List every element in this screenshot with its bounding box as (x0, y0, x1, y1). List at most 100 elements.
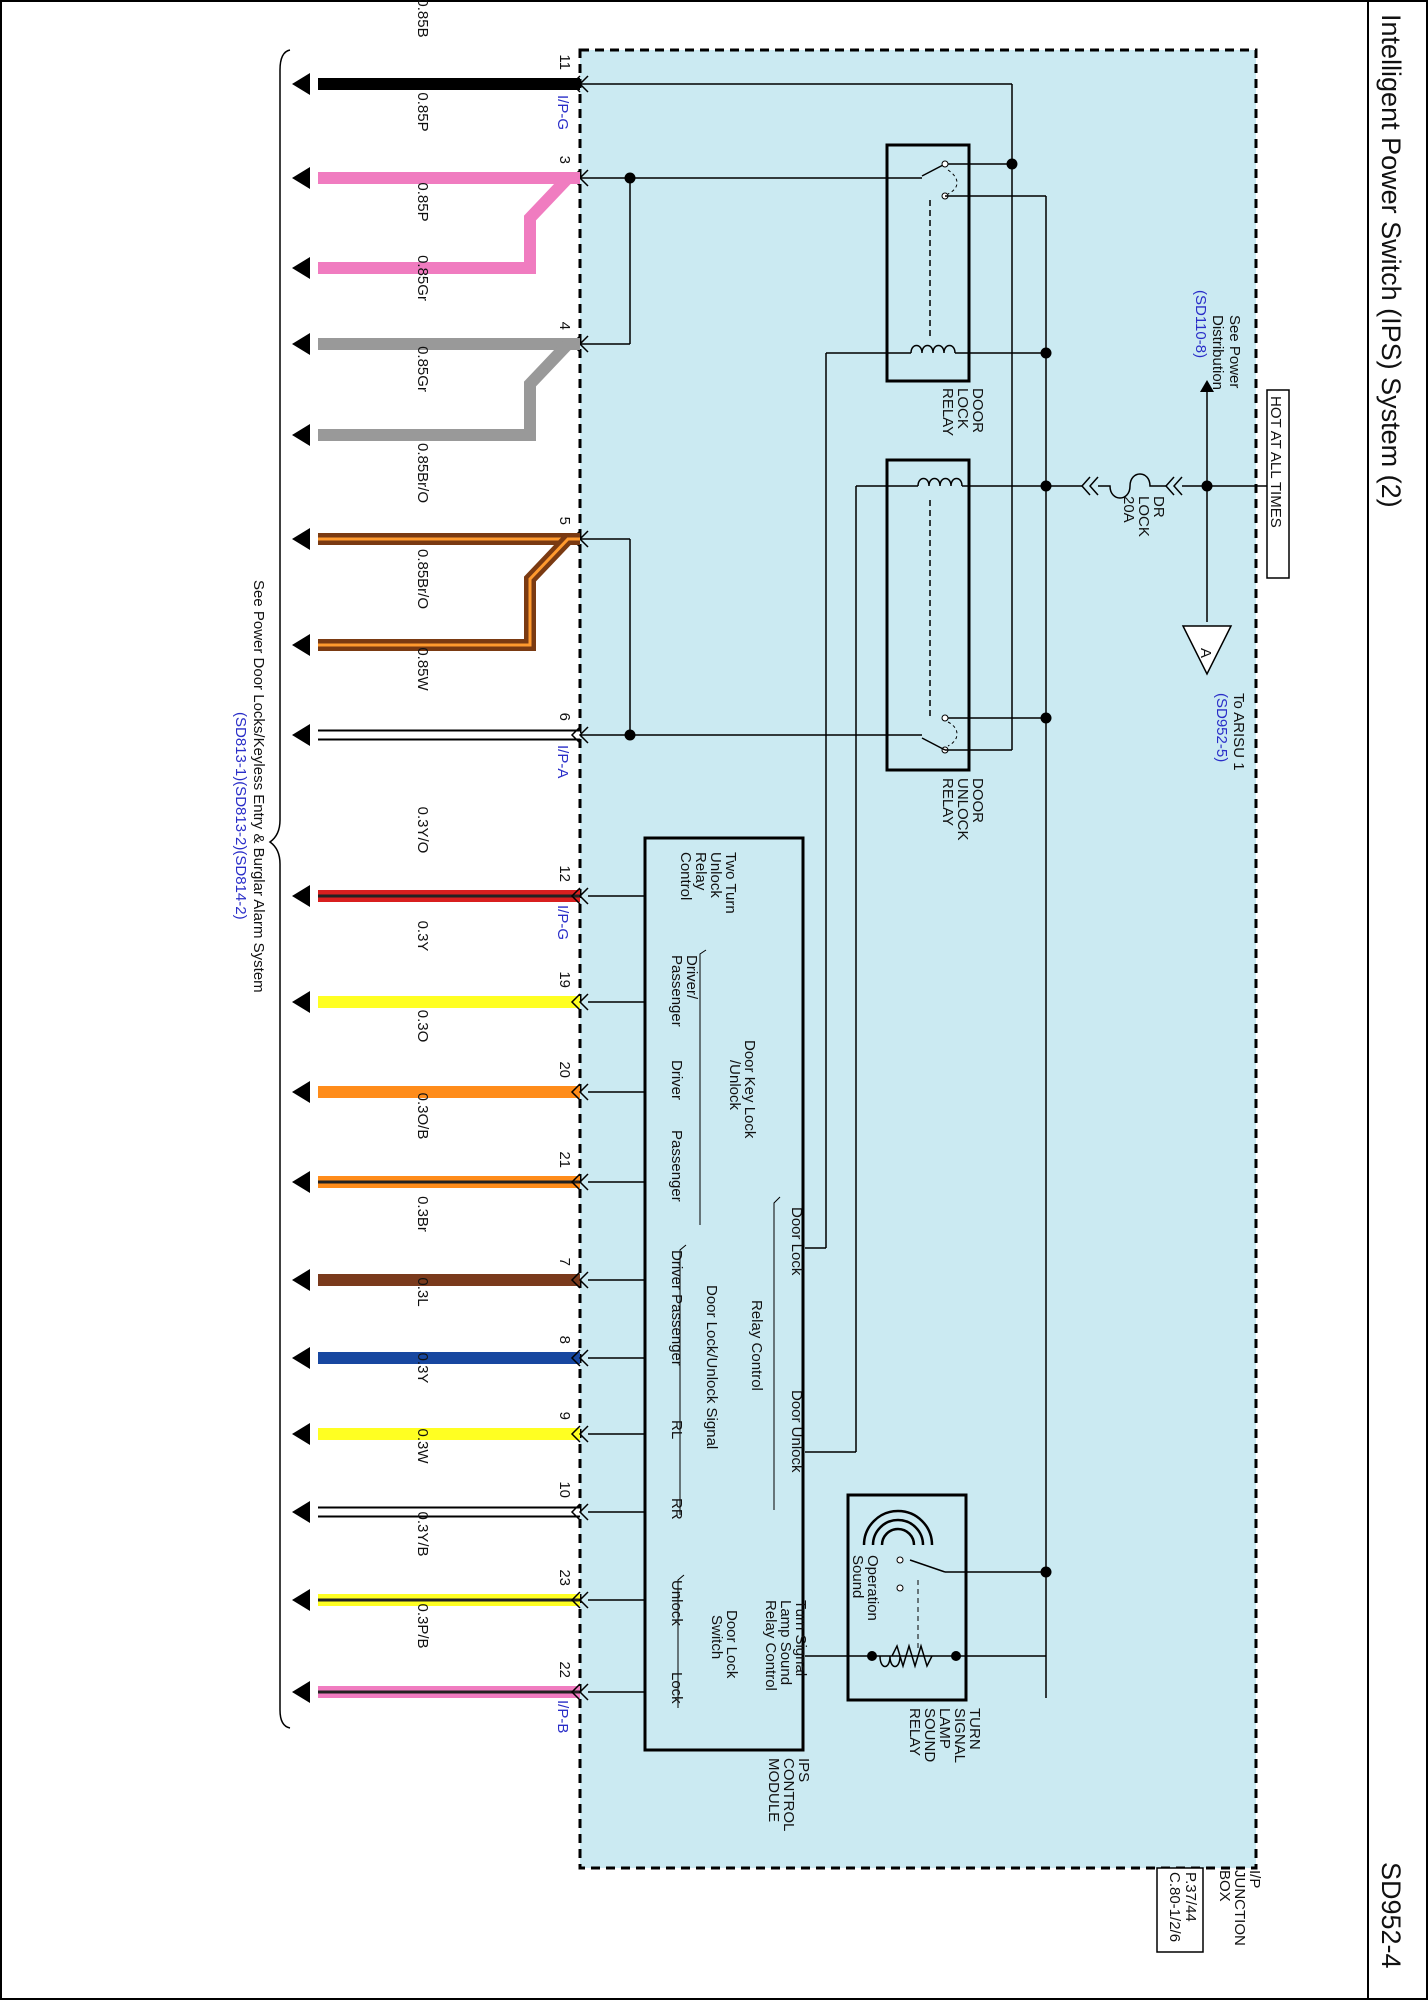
arrow-left-icon (292, 1423, 310, 1445)
module-text: Unlock (668, 1580, 685, 1626)
arrow-left-icon (292, 991, 310, 1013)
pin-number: 7 (556, 1258, 573, 1266)
turn-signal-relay-label: LAMP (936, 1708, 953, 1749)
coil-icon (917, 477, 963, 487)
wire: 60.85W (292, 647, 589, 746)
module-text: Relay Control (762, 1600, 779, 1691)
wire-label: 0.3Y/O (414, 807, 431, 854)
wire: 0.85Gr (292, 338, 580, 446)
wire: 3 0.85P (292, 92, 589, 189)
wire-label: 0.3P/B (414, 1603, 431, 1648)
page-title: Intelligent Power Switch (IPS) System (2… (1376, 14, 1406, 508)
wires-layer: 110.85B30.85P0.85P40.85Gr0.85Gr50.85Br/O… (292, 0, 645, 1703)
door-unlock-relay-label: UNLOCK (954, 778, 971, 841)
arrow-left-icon (292, 257, 310, 279)
wire-label: 0.3W (414, 1428, 431, 1464)
wire-body (318, 533, 580, 651)
to-arisu-marker-text: A (1197, 648, 1214, 658)
door-lock-relay-label: DOOR (969, 388, 986, 433)
wire-label: 0.85Gr (414, 346, 431, 392)
power-ref-line1: See Power (1226, 315, 1243, 388)
wire-body (318, 172, 580, 274)
pin-number: 6 (556, 713, 573, 721)
coil-icon (879, 1655, 901, 1668)
wire-label: 0.3O (414, 1010, 431, 1043)
wire: 22 0.3P/B (292, 1603, 589, 1703)
module-text: Passenger (668, 955, 685, 1027)
pin-number: 8 (556, 1336, 573, 1344)
arrow-left-icon (292, 424, 310, 446)
arrow-left-icon (292, 1269, 310, 1291)
module-text: Two Turn (722, 852, 739, 914)
relay-switch (921, 737, 946, 751)
junction-box-ref: P.37/44 (1182, 1872, 1199, 1922)
bracket-icon (677, 1574, 685, 1708)
pin-number: 22 (556, 1661, 573, 1678)
fuse-label-1: DR (1150, 496, 1167, 518)
arrow-left-icon (292, 1681, 310, 1703)
arrow-left-icon (292, 1171, 310, 1193)
junction-box-ref-box (1156, 1867, 1204, 1953)
see-power-door-link[interactable]: (SD813-1)(SD813-2)(SD814-2) (232, 712, 249, 920)
door-lock-relay-label: RELAY (939, 388, 956, 436)
operation-sound-label: Operation (864, 1555, 881, 1621)
module-text: Switch (708, 1615, 725, 1659)
wire-label: 0.85P (414, 182, 431, 221)
wire: 210.3O/B (292, 1093, 589, 1193)
fuse-icon (1098, 473, 1166, 499)
turn-signal-relay-label: RELAY (906, 1708, 923, 1756)
connector-icon (570, 1591, 589, 1609)
junction-box-label: I/P (1246, 1870, 1263, 1888)
wire-label: 0.3Y (414, 921, 431, 952)
arrow-left-icon (292, 333, 310, 355)
arrow-left-icon (292, 73, 310, 95)
door-unlock-relay-label: DOOR (969, 778, 986, 823)
fuse-label-2: LOCK (1135, 496, 1152, 537)
module-text: Door Lock (723, 1610, 740, 1679)
to-arisu-link[interactable]: (SD952-5) (1213, 693, 1230, 762)
bracket-icon (699, 949, 707, 1225)
connector-icon (570, 1271, 589, 1289)
connector-icon (570, 1173, 589, 1191)
connector-ipg-label: I/P-G (554, 95, 571, 130)
door-unlock-relay-label: RELAY (939, 778, 956, 826)
connector-icon (570, 1503, 589, 1521)
contact-icon (941, 160, 949, 168)
pin-number: 20 (556, 1061, 573, 1078)
pin-number: 3 (556, 156, 573, 164)
arrow-left-icon (292, 724, 310, 746)
wire: 8 0.3L (292, 1277, 589, 1369)
arrow-left-icon (292, 1081, 310, 1103)
brace-icon (268, 49, 291, 1729)
connector-icon (570, 726, 589, 744)
module-text: Relay (692, 852, 709, 891)
arrow-left-icon (292, 1347, 310, 1369)
bracket-icon (679, 1244, 687, 1515)
contact-icon (896, 1584, 904, 1592)
operation-sound-label: Sound (849, 1555, 866, 1598)
turn-signal-relay-label: SIGNAL (951, 1708, 968, 1763)
wire: 7 0.3Br (292, 1196, 589, 1291)
pin-number: 11 (556, 54, 573, 70)
power-ref-link[interactable]: (SD110-8) (1192, 290, 1209, 358)
fuse-label-3: 20A (1120, 496, 1137, 523)
contact-icon (896, 1556, 904, 1564)
wire-label: 0.3L (414, 1277, 431, 1306)
pin-number: 12 (556, 865, 573, 882)
module-text: Door Key Lock (741, 1040, 758, 1139)
door-lock-relay-label: LOCK (954, 388, 971, 429)
wire-label: 0.3Br (414, 1196, 431, 1232)
junction-dot (1040, 1566, 1052, 1578)
wire-label: 0.85P (414, 92, 431, 131)
module-text: Door Unlock (788, 1390, 805, 1473)
power-ref-line2: Distribution (1209, 315, 1226, 390)
module-text: Driver Passenger (668, 1250, 685, 1366)
connector-icon (570, 75, 589, 93)
turn-signal-relay-box (846, 1493, 968, 1702)
to-arisu-label: To ARISU 1 (1230, 693, 1247, 771)
module-text: Door Lock/Unlock Signal (703, 1285, 720, 1449)
module-text: Control (677, 852, 694, 900)
contact-icon (941, 714, 949, 722)
junction-box-label: JUNCTION (1231, 1870, 1248, 1946)
module-text: RR (668, 1498, 685, 1520)
